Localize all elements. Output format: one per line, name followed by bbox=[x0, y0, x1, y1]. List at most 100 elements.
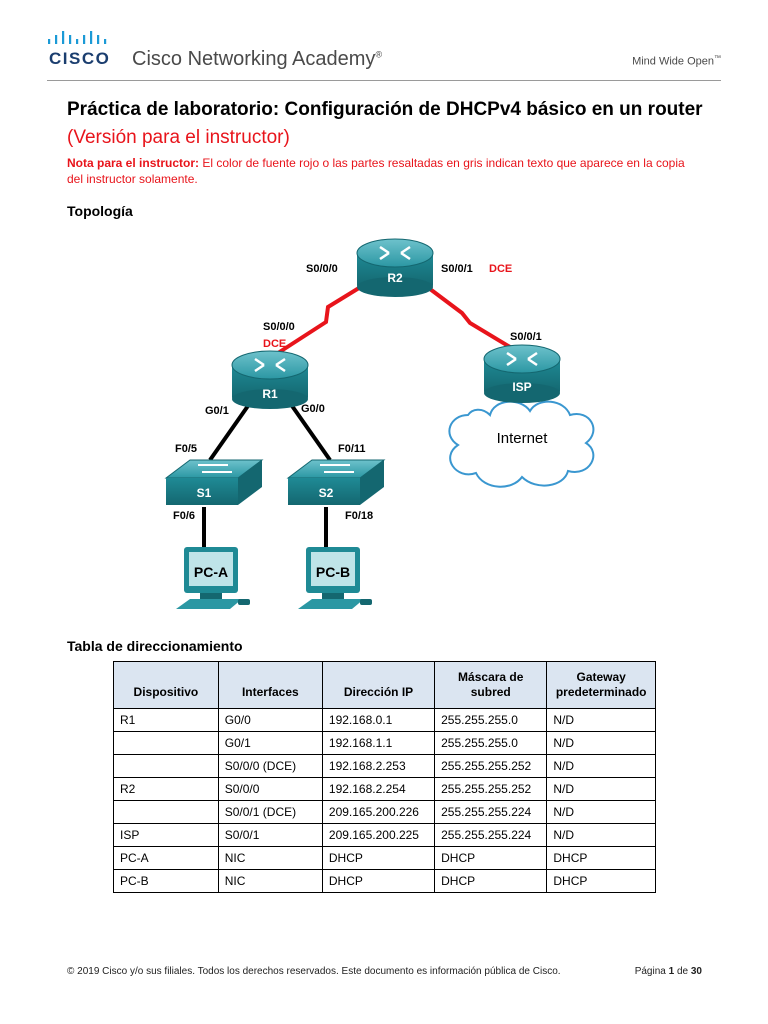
table-row: G0/1 192.168.1.1 255.255.255.0 N/D bbox=[113, 731, 656, 755]
router-r1-icon bbox=[231, 350, 309, 409]
table-cell: 255.255.255.0 bbox=[434, 708, 548, 732]
table-cell: N/D bbox=[546, 708, 656, 732]
table-cell: 192.168.0.1 bbox=[321, 708, 436, 732]
table-cell bbox=[113, 800, 219, 824]
router-r2-label: R2 bbox=[387, 271, 403, 285]
page-title: Práctica de laboratorio: Configuración d… bbox=[67, 99, 703, 148]
table-cell: DHCP bbox=[321, 846, 436, 870]
table-header-row: Dispositivo Interfaces Dirección IP Másc… bbox=[113, 661, 656, 709]
table-cell: DHCP bbox=[321, 869, 436, 893]
table-cell: DHCP bbox=[546, 869, 656, 893]
table-row: PC-B NIC DHCP DHCP DHCP bbox=[113, 869, 656, 893]
serial-link-r2-isp bbox=[416, 278, 512, 349]
table-cell: N/D bbox=[546, 754, 656, 778]
table-cell: DHCP bbox=[434, 846, 548, 870]
port-r2-s000-label: S0/0/0 bbox=[306, 263, 338, 275]
academy-name: Cisco Networking Academy® bbox=[132, 48, 383, 70]
router-isp-label: ISP bbox=[512, 380, 531, 394]
port-s1-f05-label: F0/5 bbox=[175, 443, 197, 455]
table-cell: 192.168.2.254 bbox=[321, 777, 436, 801]
header-dispositivo: Dispositivo bbox=[113, 661, 219, 709]
port-s2-f011-label: F0/11 bbox=[338, 443, 366, 455]
table-row: S0/0/0 (DCE) 192.168.2.253 255.255.255.2… bbox=[113, 754, 656, 778]
pc-b-label: PC-B bbox=[316, 564, 350, 580]
table-cell: N/D bbox=[546, 777, 656, 801]
port-r1-g01-label: G0/1 bbox=[205, 405, 229, 417]
switch-s1-icon bbox=[164, 459, 264, 505]
header-mascara: Máscara de subred bbox=[434, 661, 548, 709]
table-cell: S0/0/0 (DCE) bbox=[217, 754, 323, 778]
table-cell: 192.168.2.253 bbox=[321, 754, 436, 778]
link-r1-s2 bbox=[288, 401, 332, 462]
switch-s1-label: S1 bbox=[197, 486, 212, 500]
port-s2-f018-label: F0/18 bbox=[345, 510, 373, 522]
table-row: R1 G0/0 192.168.0.1 255.255.255.0 N/D bbox=[113, 708, 656, 732]
table-cell: PC-B bbox=[113, 869, 219, 893]
table-cell: 255.255.255.224 bbox=[434, 823, 548, 847]
instructor-version-label: (Versión para el instructor) bbox=[67, 127, 290, 148]
table-row: R2 S0/0/0 192.168.2.254 255.255.255.252 … bbox=[113, 777, 656, 801]
cisco-bars-icon bbox=[48, 31, 107, 44]
header-divider bbox=[47, 80, 721, 81]
table-cell: G0/0 bbox=[217, 708, 323, 732]
table-cell: S0/0/0 bbox=[217, 777, 323, 801]
table-cell: 192.168.1.1 bbox=[321, 731, 436, 755]
switch-s2-label: S2 bbox=[319, 486, 334, 500]
table-cell: ISP bbox=[113, 823, 219, 847]
switch-s2-icon bbox=[286, 459, 386, 505]
table-cell: R1 bbox=[113, 708, 219, 732]
footer-page-number: Página 1 de 30 bbox=[634, 966, 702, 977]
table-row: S0/0/1 (DCE) 209.165.200.226 255.255.255… bbox=[113, 800, 656, 824]
page-header: CISCO Cisco Networking Academy® Mind Wid… bbox=[0, 0, 768, 88]
table-cell: R2 bbox=[113, 777, 219, 801]
table-cell: G0/1 bbox=[217, 731, 323, 755]
table-cell: N/D bbox=[546, 731, 656, 755]
header-gateway: Gateway predeterminado bbox=[546, 661, 656, 709]
router-r2-icon bbox=[356, 238, 434, 297]
table-cell: 255.255.255.0 bbox=[434, 731, 548, 755]
table-cell: S0/0/1 (DCE) bbox=[217, 800, 323, 824]
table-cell: S0/0/1 bbox=[217, 823, 323, 847]
serial-link-r2-r1 bbox=[276, 278, 374, 355]
router-r1-label: R1 bbox=[262, 387, 278, 401]
table-cell: 255.255.255.252 bbox=[434, 754, 548, 778]
port-r1-s000-label: S0/0/0 bbox=[263, 321, 295, 333]
table-cell: DHCP bbox=[434, 869, 548, 893]
table-cell: N/D bbox=[546, 823, 656, 847]
header-interfaces: Interfaces bbox=[217, 661, 323, 709]
table-cell: NIC bbox=[217, 869, 323, 893]
port-r1-g00-label: G0/0 bbox=[301, 403, 325, 415]
link-r1-s1 bbox=[208, 401, 252, 462]
addressing-table: Dispositivo Interfaces Dirección IP Másc… bbox=[113, 661, 656, 893]
internet-label: Internet bbox=[497, 430, 549, 447]
table-cell: 255.255.255.224 bbox=[434, 800, 548, 824]
table-cell: 255.255.255.252 bbox=[434, 777, 548, 801]
table-cell: PC-A bbox=[113, 846, 219, 870]
port-isp-s001-label: S0/0/1 bbox=[510, 331, 542, 343]
topology-diagram: Internet R2 R1 ISP S1 S2 bbox=[164, 238, 595, 609]
router-isp-icon bbox=[483, 344, 561, 403]
table-cell: DHCP bbox=[546, 846, 656, 870]
port-r1-dce-label: DCE bbox=[263, 338, 286, 350]
topology-heading: Topología bbox=[67, 203, 133, 219]
table-cell bbox=[113, 754, 219, 778]
table-row: PC-A NIC DHCP DHCP DHCP bbox=[113, 846, 656, 870]
port-s1-f06-label: F0/6 bbox=[173, 510, 195, 522]
table-cell: NIC bbox=[217, 846, 323, 870]
table-cell: 209.165.200.225 bbox=[321, 823, 436, 847]
table-cell: 209.165.200.226 bbox=[321, 800, 436, 824]
pc-a-label: PC-A bbox=[194, 564, 228, 580]
port-r2-s001-label: S0/0/1 bbox=[441, 263, 473, 275]
cisco-logo: CISCO bbox=[47, 30, 117, 70]
header-direccion-ip: Dirección IP bbox=[321, 661, 436, 709]
table-row: ISP S0/0/1 209.165.200.225 255.255.255.2… bbox=[113, 823, 656, 847]
addressing-table-heading: Tabla de direccionamiento bbox=[67, 638, 243, 654]
cisco-wordmark: CISCO bbox=[49, 49, 111, 68]
port-r2-dce-label: DCE bbox=[489, 263, 512, 275]
table-cell bbox=[113, 731, 219, 755]
tagline: Mind Wide Open™ bbox=[632, 55, 721, 68]
footer-copyright: © 2019 Cisco y/o sus filiales. Todos los… bbox=[67, 966, 561, 977]
table-cell: N/D bbox=[546, 800, 656, 824]
pc-a-icon bbox=[176, 547, 250, 609]
instructor-note: Nota para el instructor: El color de fue… bbox=[67, 156, 685, 186]
